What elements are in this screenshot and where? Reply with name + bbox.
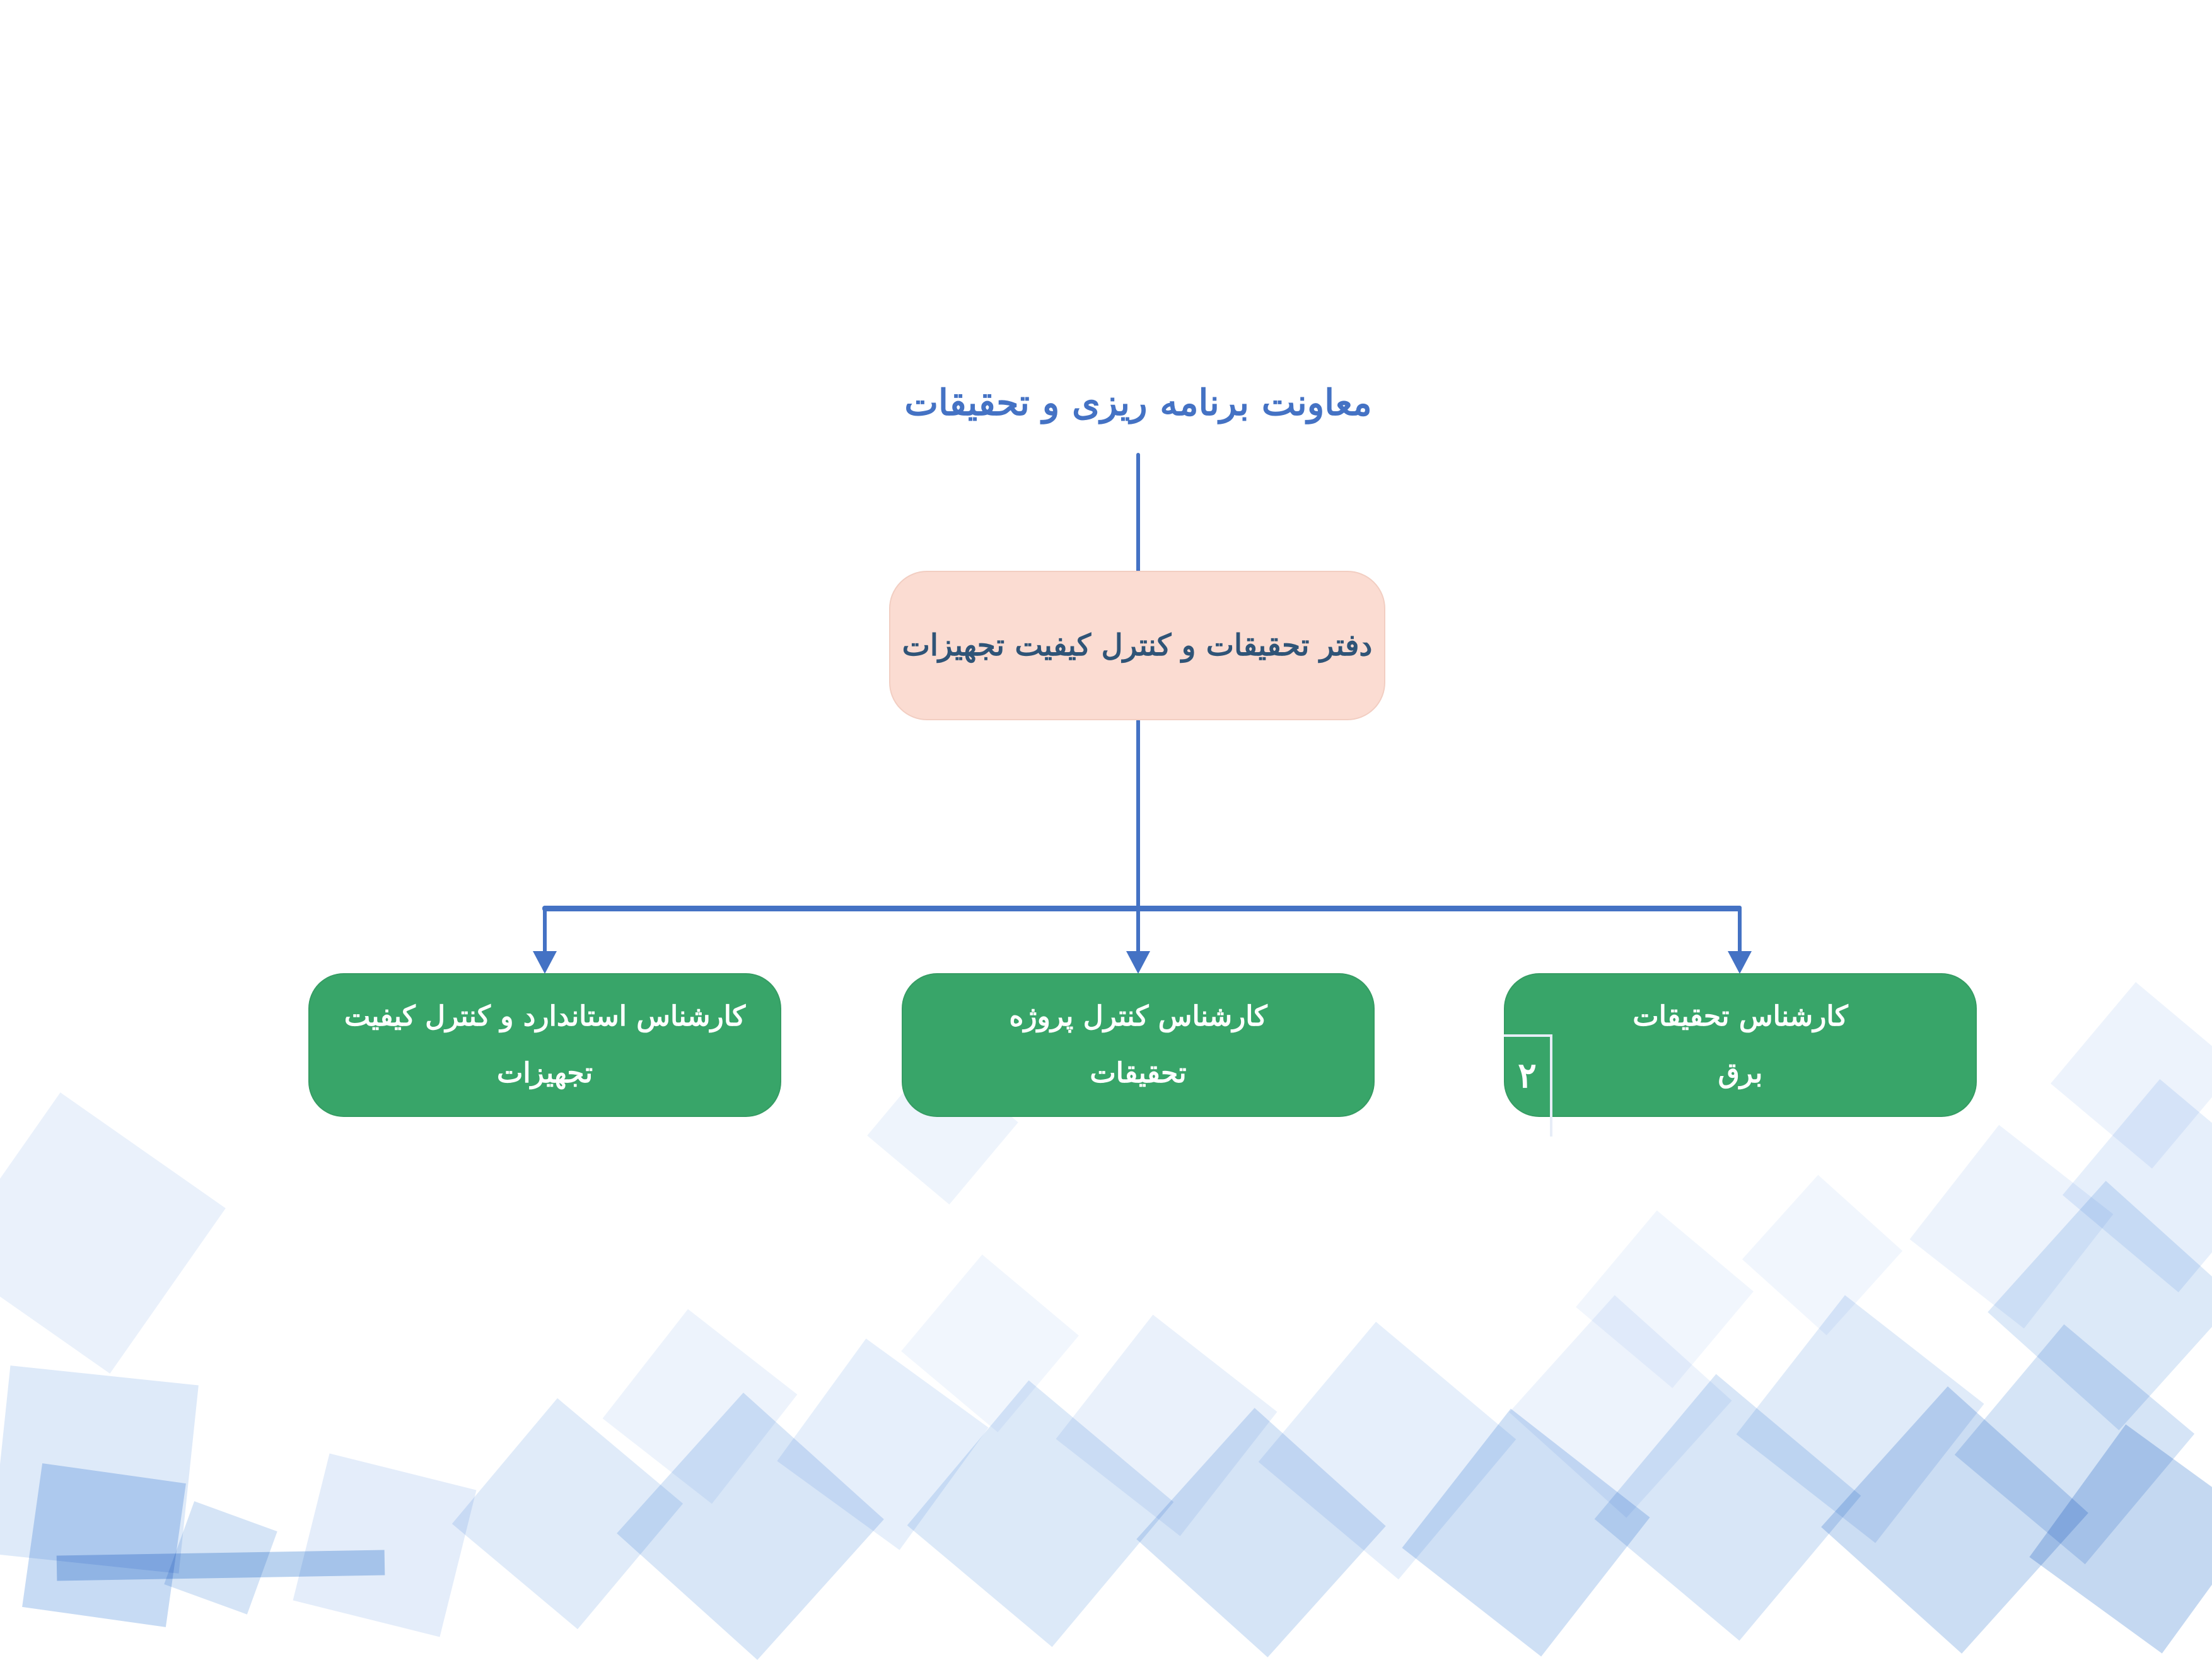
connector-horizontal-bus [542,906,1742,911]
root-unit-title: معاونت برنامه ریزی و تحقیقات [904,381,1372,424]
arrowhead-left [533,951,557,974]
position-label-line1: کارشناس تحقیقات [1633,1000,1848,1032]
position-label-line1: کارشناس کنترل پروژه [1009,1000,1267,1032]
position-label-line1: کارشناس استاندارد و کنترل کیفیت [344,1000,746,1032]
headcount-badge: ۲ [1518,1054,1537,1096]
position-label-line2: تجهیزات [496,1057,593,1089]
arrowhead-middle [1126,951,1150,974]
position-label-line2: تحقیقات [1090,1057,1187,1089]
connector-drop-right [1738,906,1742,954]
connector-title-office [1136,453,1140,573]
headcount-badge-side-line [1550,1034,1552,1137]
office-node: دفتر تحقیقات و کنترل کیفیت تجهیزات [889,571,1385,720]
connector-office-bus [1136,719,1140,954]
org-chart: معاونت برنامه ریزی و تحقیقات دفتر تحقیقا… [308,381,1977,1137]
connector-drop-left [543,906,547,954]
office-node-label: دفتر تحقیقات و کنترل کیفیت تجهیزات [902,628,1373,663]
position-node-project-control: کارشناس کنترل پروژه تحقیقات [902,973,1375,1117]
arrowhead-right [1728,951,1752,974]
org-chart-page: { "org_chart": { "title": { "label": "مع… [0,381,2212,1660]
position-node-standard-quality: کارشناس استاندارد و کنترل کیفیت تجهیزات [308,973,781,1117]
headcount-badge-top-line [1504,1034,1552,1037]
position-label-line2: برق [1718,1057,1763,1089]
position-node-research-electricity: کارشناس تحقیقات برق [1504,973,1977,1117]
